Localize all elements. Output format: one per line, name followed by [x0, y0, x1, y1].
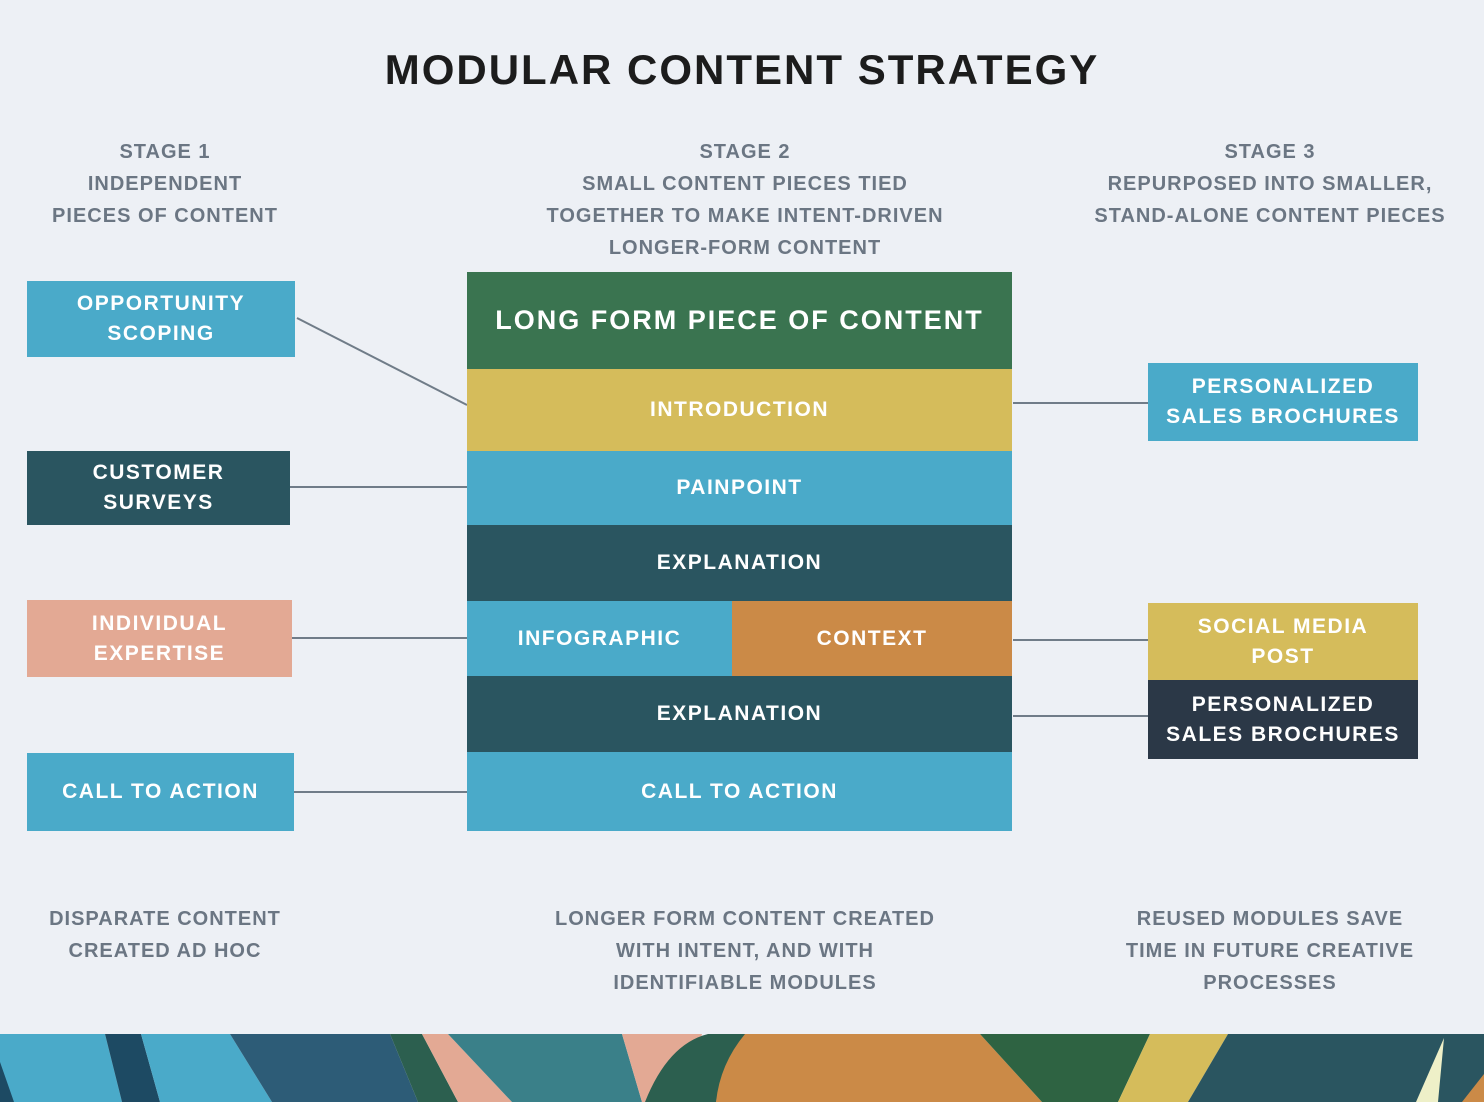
row-explanation-2: EXPLANATION [467, 676, 1012, 752]
stage2-caption: LONGER FORM CONTENT CREATED WITH INTENT,… [555, 908, 935, 994]
stage3-header: STAGE 3 REPURPOSED INTO SMALLER, STAND-A… [1094, 141, 1446, 227]
stage1-header: STAGE 1 INDEPENDENT PIECES OF CONTENT [52, 141, 278, 227]
leaf-shape-teal-2 [141, 1034, 272, 1102]
leaf-shape-forest [980, 1034, 1150, 1102]
row-context: CONTEXT [732, 601, 1012, 676]
box-customer-surveys: CUSTOMER SURVEYS [27, 451, 290, 525]
stage2-header: STAGE 2 SMALL CONTENT PIECES TIED TOGETH… [546, 141, 944, 259]
leaf-shape-gold-corner [1462, 1074, 1484, 1102]
leaf-shape-gold [1118, 1034, 1228, 1102]
box-opportunity-scoping: OPPORTUNITY SCOPING [27, 281, 295, 357]
leaf-shape-pink-1 [422, 1034, 512, 1102]
row-infographic: INFOGRAPHIC [467, 601, 732, 676]
box-personalized-brochures-bottom: PERSONALIZED SALES BROCHURES [1148, 680, 1418, 759]
row-explanation-1: EXPLANATION [467, 525, 1012, 601]
leaf-shape-seagreen [448, 1034, 642, 1102]
box-call-to-action-left: CALL TO ACTION [27, 753, 294, 831]
long-form-header: LONG FORM PIECE OF CONTENT [467, 272, 1012, 369]
leaf-shape-darkteal [1188, 1034, 1484, 1102]
leaf-shape-cream [1416, 1038, 1444, 1102]
box-individual-expertise: INDIVIDUAL EXPERTISE [27, 600, 292, 677]
leaf-shape-orange [716, 1034, 1042, 1102]
box-social-media-post: SOCIAL MEDIA POST [1148, 603, 1418, 680]
box-personalized-brochures-top: PERSONALIZED SALES BROCHURES [1148, 363, 1418, 441]
row-introduction: INTRODUCTION [467, 369, 1012, 451]
row-painpoint: PAINPOINT [467, 451, 1012, 525]
leaf-shape-slate [230, 1034, 418, 1102]
leaf-shape-green-1 [390, 1034, 458, 1102]
connector-opportunity-introduction [296, 317, 468, 406]
decorative-leaf-band [0, 1034, 1484, 1102]
leaf-shape-green-curve [645, 1034, 745, 1102]
leaf-shape-navy-corner [0, 1062, 14, 1102]
stage3-caption: REUSED MODULES SAVE TIME IN FUTURE CREAT… [1125, 908, 1415, 994]
leaf-shape-teal-1 [0, 1034, 122, 1102]
page-title: MODULAR CONTENT STRATEGY [384, 46, 1100, 93]
leaf-shape-navy-stripe [105, 1034, 160, 1102]
stage1-caption: DISPARATE CONTENT CREATED AD HOC [49, 908, 281, 962]
row-call-to-action: CALL TO ACTION [467, 752, 1012, 831]
